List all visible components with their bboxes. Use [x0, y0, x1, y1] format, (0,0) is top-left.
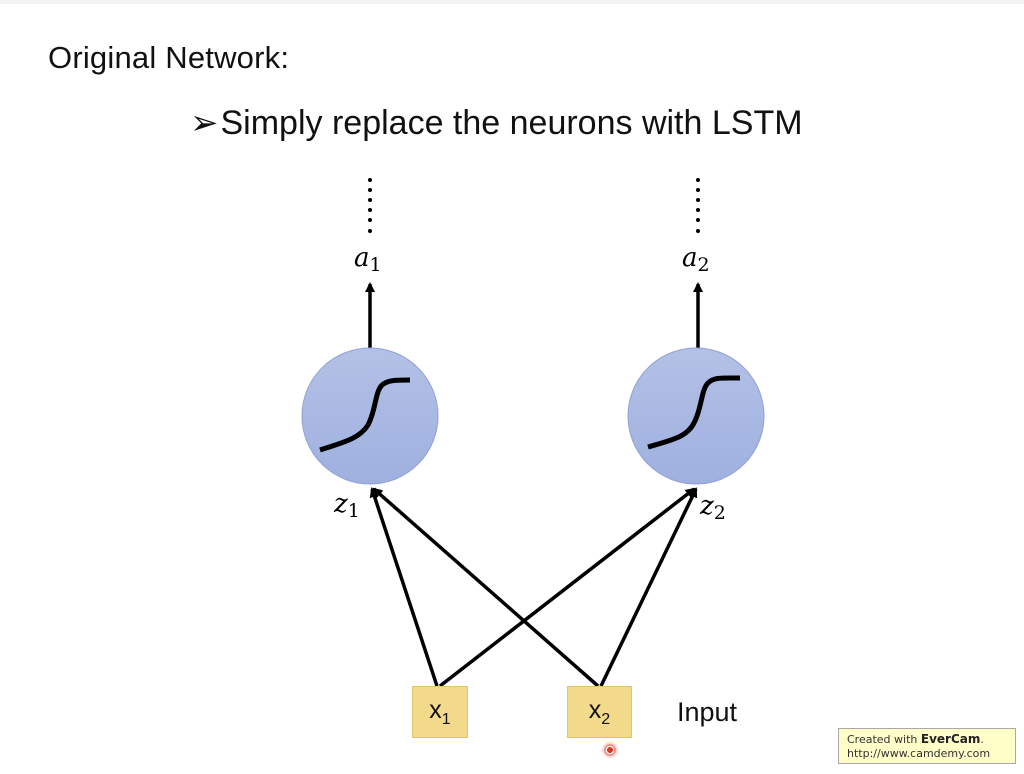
evercam-watermark: Created with EverCam. http://www.camdemy…	[838, 728, 1016, 764]
input-x1-label: x	[429, 696, 442, 724]
sigmoid-icon	[319, 377, 411, 453]
continuation-dots-2	[696, 178, 700, 233]
watermark-brand: EverCam	[920, 732, 981, 746]
connection-x1-z2	[438, 487, 696, 688]
bullet-point: ➢Simply replace the neurons with LSTM	[190, 103, 803, 143]
top-edge	[0, 0, 1024, 4]
input-x2-subscript: 2	[601, 711, 611, 728]
slide-title: Original Network:	[48, 40, 290, 75]
input-node-x2: x2	[567, 686, 632, 738]
continuation-dots-1	[368, 178, 372, 233]
sigmoid-icon	[647, 375, 741, 450]
input-x1-subscript: 1	[441, 711, 451, 728]
input-node-x1: x1	[412, 686, 468, 738]
bullet-arrow-icon: ➢	[190, 104, 219, 142]
input-caption: Input	[677, 697, 738, 727]
output-label-a2: a2	[682, 243, 710, 276]
input-label-z1: z1	[333, 489, 360, 522]
watermark-url: http://www.camdemy.com	[847, 747, 991, 760]
output-label-a1: a1	[354, 243, 382, 276]
neuron-1	[301, 347, 439, 485]
watermark-line-1: Created with EverCam.	[847, 732, 984, 746]
input-x2-label: x	[588, 696, 602, 724]
connection-x2-z2	[599, 487, 698, 687]
mouse-cursor-indicator	[602, 742, 618, 758]
bullet-text: Simply replace the neurons with LSTM	[220, 104, 803, 142]
neuron-2	[627, 347, 765, 485]
connection-x2-z1	[372, 487, 600, 688]
connection-x1-z1	[369, 487, 439, 687]
input-label-z2: z2	[699, 491, 726, 524]
